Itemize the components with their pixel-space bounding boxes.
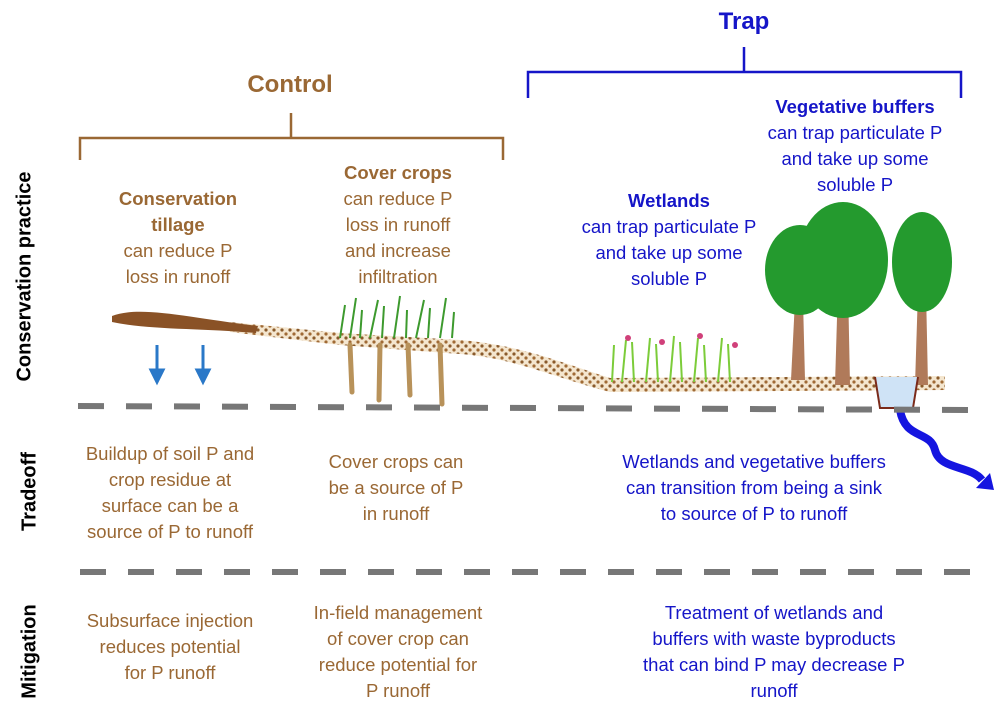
wetland-plants	[611, 335, 731, 383]
practice-wetlands-line: can trap particulate P	[581, 216, 757, 237]
practice-wetlands: Wetlands can trap particulate P and take…	[562, 188, 776, 292]
tradeoff-tillage-line: Buildup of soil P and	[85, 443, 255, 464]
tradeoff-tillage-line: surface can be a	[101, 495, 239, 516]
trap-title: Trap	[718, 8, 770, 35]
practice-tillage-line: loss in runoff	[125, 266, 231, 287]
practice-cover-line: and increase	[345, 240, 451, 261]
control-title: Control	[247, 71, 333, 98]
tradeoff-trap: Wetlands and vegetative buffers can tran…	[596, 449, 912, 527]
practice-wetlands-line: and take up some	[595, 242, 743, 263]
tradeoff-tillage-line: source of P to runoff	[87, 521, 253, 542]
drain	[874, 376, 919, 409]
tradeoff-cover-line: be a source of P	[328, 477, 464, 498]
crop-residue	[112, 311, 258, 333]
cover-crop-roots	[347, 342, 445, 407]
tradeoff-tillage: Buildup of soil P and crop residue at su…	[70, 441, 270, 545]
mitigation-tillage: Subsurface injection reduces potential f…	[80, 608, 260, 686]
runoff-arrowhead	[976, 473, 994, 490]
practice-buffers-line: can trap particulate P	[767, 122, 943, 143]
practice-tillage-title: Conservation tillage	[118, 188, 238, 235]
practice-buffers: Vegetative buffers can trap particulate …	[748, 94, 962, 198]
tradeoff-trap-line: can transition from being a sink	[625, 477, 883, 498]
mitigation-trap-line: buffers with waste byproducts	[652, 628, 896, 649]
mitigation-trap-line: Treatment of wetlands and	[664, 602, 884, 623]
practice-cover: Cover crops can reduce P loss in runoff …	[318, 160, 478, 290]
mitigation-tillage-line: Subsurface injection	[86, 610, 254, 631]
mitigation-cover-line: P runoff	[365, 680, 431, 701]
tradeoff-cover: Cover crops can be a source of P in runo…	[308, 449, 484, 527]
practice-tillage: Conservation tillage can reduce P loss i…	[98, 186, 258, 290]
tradeoff-cover-line: in runoff	[362, 503, 430, 524]
mitigation-trap: Treatment of wetlands and buffers with w…	[618, 600, 930, 704]
practice-cover-title: Cover crops	[344, 162, 452, 183]
practice-buffers-title: Vegetative buffers	[775, 96, 935, 117]
soil-surface	[230, 322, 945, 392]
wetland-flowers	[625, 333, 738, 348]
mitigation-trap-line: that can bind P may decrease P	[643, 654, 905, 675]
practice-cover-line: can reduce P	[343, 188, 453, 209]
mitigation-tillage-line: for P runoff	[124, 662, 216, 683]
practice-cover-line: loss in runoff	[345, 214, 451, 235]
cover-crop-grass	[339, 295, 455, 339]
row-label-mitigation: Mitigation	[18, 604, 41, 699]
mitigation-tillage-line: reduces potential	[99, 636, 241, 657]
mitigation-cover-line: of cover crop can	[327, 628, 469, 649]
practice-buffers-line: soluble P	[816, 174, 894, 195]
tradeoff-trap-line: Wetlands and vegetative buffers	[622, 451, 886, 472]
practice-buffers-line: and take up some	[781, 148, 929, 169]
practice-wetlands-title: Wetlands	[628, 190, 710, 211]
row-label-practice: Conservation practice	[13, 171, 36, 382]
row-label-tradeoff: Tradeoff	[18, 452, 41, 531]
tradeoff-cover-line: Cover crops can	[328, 451, 464, 472]
tradeoff-tillage-line: crop residue at	[108, 469, 232, 490]
runoff-arrow	[896, 409, 986, 483]
control-bracket	[78, 113, 505, 160]
mitigation-cover: In-field management of cover crop can re…	[300, 600, 496, 704]
trap-bracket	[526, 47, 963, 98]
practice-tillage-line: can reduce P	[123, 240, 233, 261]
mitigation-trap-line: runoff	[750, 680, 798, 701]
practice-wetlands-line: soluble P	[630, 268, 708, 289]
infiltration-arrows	[148, 345, 212, 386]
buffer-trees	[765, 202, 952, 385]
tradeoff-trap-line: to source of P to runoff	[660, 503, 848, 524]
practice-cover-line: infiltration	[358, 266, 438, 287]
divider-top	[77, 403, 971, 413]
mitigation-cover-line: In-field management	[313, 602, 483, 623]
mitigation-cover-line: reduce potential for	[318, 654, 478, 675]
